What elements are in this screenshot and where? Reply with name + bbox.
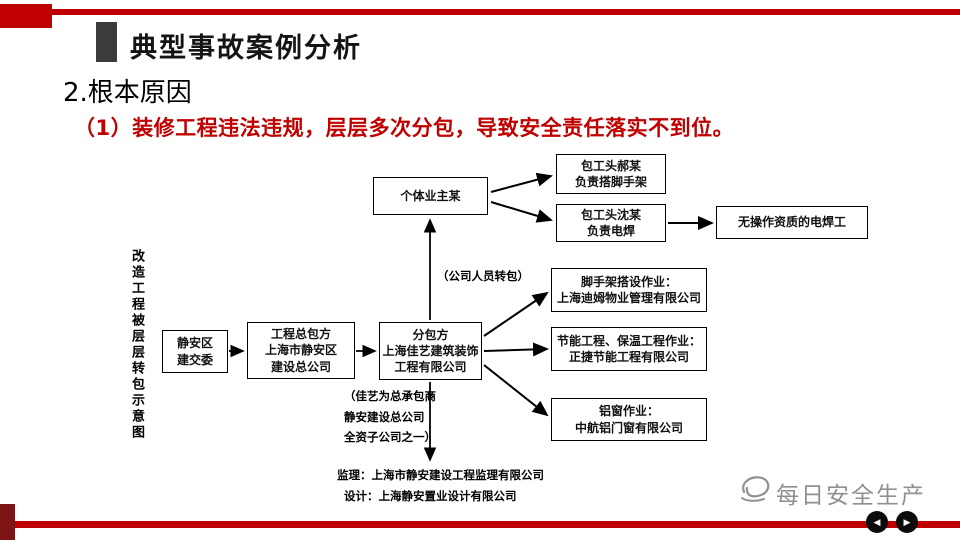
arrow-subcontractor-to-energy bbox=[483, 342, 549, 357]
box-contractor-shen: 包工头沈某 负责电焊 bbox=[556, 204, 666, 242]
arrow-subcontractor-to-window bbox=[483, 364, 549, 417]
top-accent-line bbox=[0, 9, 960, 15]
box-unlicensed-welder: 无操作资质的电焊工 bbox=[716, 206, 868, 239]
arrow-owner-to-shen bbox=[490, 201, 553, 223]
box-energy-company: 节能工程、保温工程作业： 正捷节能工程有限公司 bbox=[551, 327, 707, 371]
note-supervision: 监理：上海市静安建设工程监理有限公司 bbox=[337, 468, 544, 482]
box-jingan-committee: 静安区 建交委 bbox=[162, 330, 228, 373]
box-window-company: 铝窗作业： 中航铝门窗有限公司 bbox=[551, 398, 707, 441]
title-marker-bar bbox=[96, 22, 117, 62]
cause-statement: （1）装修工程违法违规，层层多次分包，导致安全责任落实不到位。 bbox=[74, 116, 735, 140]
back-icon: ◀ bbox=[873, 516, 881, 527]
bottom-accent-block bbox=[0, 504, 15, 540]
page-title: 典型事故案例分析 bbox=[130, 33, 362, 64]
watermark-logo-icon bbox=[741, 476, 770, 502]
box-individual-owner: 个体业主某 bbox=[373, 177, 488, 215]
note-design: 设计：上海静安置业设计有限公司 bbox=[344, 489, 517, 503]
arrow-subcontractor-to-scaffold bbox=[483, 291, 549, 337]
section-heading: 2.根本原因 bbox=[63, 78, 192, 108]
box-contractor-hao: 包工头郝某 负责搭脚手架 bbox=[556, 154, 666, 194]
watermark-text: 每日安全生产 bbox=[776, 483, 926, 509]
bottom-accent-line bbox=[0, 521, 960, 528]
note-subsidiary: （佳艺为总承包商 静安建设总公司 全资子公司之一） bbox=[344, 389, 436, 445]
forward-icon: ▶ bbox=[903, 516, 911, 527]
box-subcontractor: 分包方 上海佳艺建筑装饰 工程有限公司 bbox=[379, 322, 482, 380]
nav-back-button[interactable]: ◀ bbox=[866, 511, 888, 533]
box-scaffold-company: 脚手架搭设作业： 上海迪姆物业管理有限公司 bbox=[551, 268, 707, 312]
note-personnel-transfer: （公司人员转包） bbox=[437, 269, 529, 283]
box-general-contractor: 工程总包方 上海市静安区 建设总公司 bbox=[247, 322, 355, 379]
arrow-owner-to-hao bbox=[490, 172, 553, 193]
diagram-side-caption: 改造工程被层层转包示意图 bbox=[129, 249, 144, 441]
top-accent-block bbox=[0, 4, 52, 28]
nav-forward-button[interactable]: ▶ bbox=[896, 511, 918, 533]
